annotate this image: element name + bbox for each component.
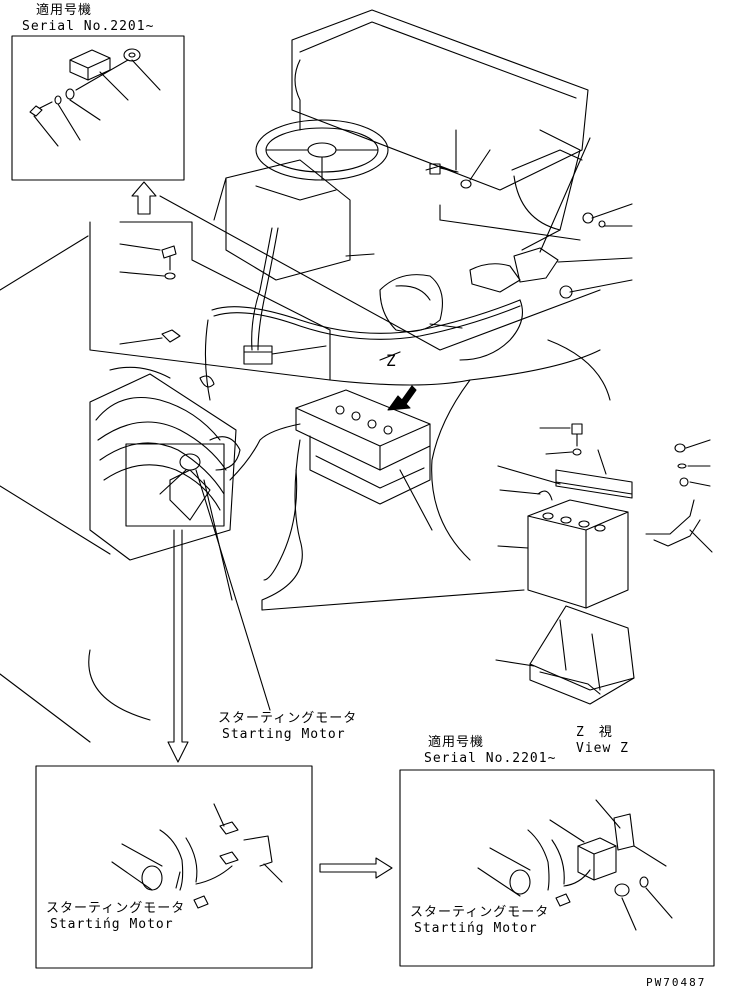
inset-bl-starting-motor-jp: スターティングモータ — [46, 901, 186, 916]
inset-bottom-right — [399, 769, 715, 967]
inset-top-serial-label: Serial No.2201~ — [22, 19, 155, 34]
view-z-marker: Z — [386, 351, 397, 370]
arrow-bottom-insets — [319, 857, 393, 879]
inset-top-left — [11, 35, 185, 181]
inset-br-applicable-label: 適用号機 — [428, 735, 485, 750]
view-z-caption-jp: Z 視 — [576, 725, 613, 740]
inset-br-starting-motor-jp: スターティングモータ — [410, 905, 550, 920]
inset-bottom-left — [35, 765, 313, 969]
view-z-caption-en: View Z — [576, 741, 629, 756]
inset-br-starting-motor-en: Startińg Motor — [414, 921, 538, 936]
inset-top-applicable-label: 適用号機 — [36, 3, 93, 18]
starting-motor-jp-label: スターティングモータ — [218, 711, 358, 726]
main-view — [0, 9, 633, 763]
inset-bl-starting-motor-en: Startińg Motor — [50, 917, 174, 932]
arrow-to-top-inset — [131, 181, 157, 215]
inset-br-serial-label: Serial No.2201~ — [424, 751, 557, 766]
drawing-code: PW70487 — [646, 976, 707, 989]
starting-motor-en-label: Starting Motor — [222, 727, 346, 742]
view-z — [495, 423, 713, 705]
